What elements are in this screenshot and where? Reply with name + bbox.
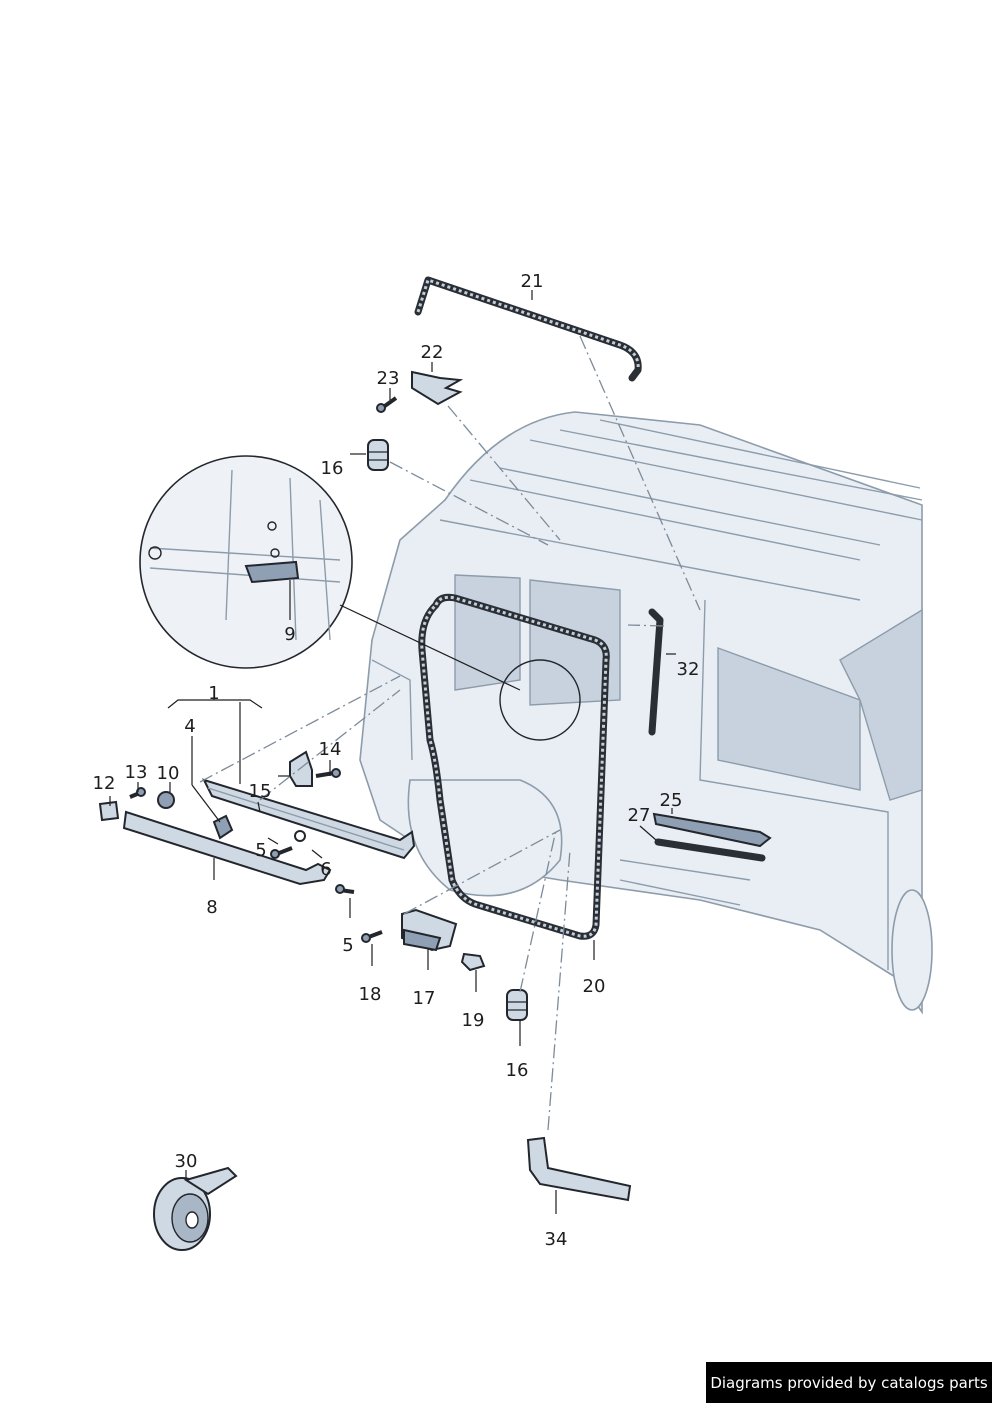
callout-14: 14: [318, 739, 342, 760]
callout-25: 25: [659, 790, 683, 811]
part-17-striker: [401, 908, 458, 952]
part-23-screw: [376, 396, 398, 413]
callout-10: 10: [156, 763, 180, 784]
part-20-door-seal: [418, 593, 610, 940]
detail-magnifier: [139, 455, 581, 741]
callout-1: 1: [208, 683, 220, 704]
callout-4: 4: [184, 716, 196, 737]
part-6-washer: [294, 830, 306, 842]
callout-21: 21: [520, 271, 544, 292]
callout-22: 22: [420, 342, 444, 363]
part-21-roof-seal: [414, 276, 642, 382]
callout-32: 32: [676, 659, 700, 680]
callout-17: 17: [412, 988, 436, 1009]
callout-19: 19: [461, 1010, 485, 1031]
callout-20: 20: [582, 976, 606, 997]
part-12-cap: [98, 800, 120, 822]
callout-16-upper: 16: [320, 458, 344, 479]
part-5-screw-b: [361, 930, 383, 943]
part-22-bracket: [411, 370, 464, 406]
leader-lines: [109, 290, 676, 1214]
part-10-nut: [157, 791, 175, 809]
part-25-27-sill-trims: [652, 812, 772, 862]
part-30-tape-roll: [153, 1166, 238, 1251]
part-16-buffer-upper: [367, 439, 389, 471]
callout-5-lower: 5: [342, 935, 354, 956]
callout-34: 34: [544, 1229, 568, 1250]
part-19-plug: [460, 952, 486, 972]
callout-13: 13: [124, 762, 148, 783]
assembly-lines: [199, 335, 701, 1131]
part-4-clip: [212, 814, 234, 840]
callout-9: 9: [284, 624, 296, 645]
callout-8: 8: [206, 897, 218, 918]
part-32-seal-strip: [648, 608, 664, 736]
part-13-screw: [129, 787, 146, 799]
part-8-trim-strip: [122, 810, 332, 886]
part-screw-below-8: [335, 884, 355, 894]
diagram-credit-banner: Diagrams provided by catalogs parts: [706, 1362, 992, 1403]
callout-23: 23: [376, 368, 400, 389]
callout-18: 18: [358, 984, 382, 1005]
callout-16-lower: 16: [505, 1060, 529, 1081]
part-34-sill-seal: [526, 1136, 632, 1202]
callout-27: 27: [627, 805, 651, 826]
callout-5-upper: 5: [255, 840, 267, 861]
callout-12: 12: [92, 773, 116, 794]
part-5-screw-a: [270, 846, 293, 859]
part-16-buffer-lower: [506, 989, 528, 1021]
callout-15: 15: [248, 781, 272, 802]
callout-30: 30: [174, 1151, 198, 1172]
part-1-sill-rail: [202, 778, 416, 860]
callout-6: 6: [320, 859, 332, 880]
